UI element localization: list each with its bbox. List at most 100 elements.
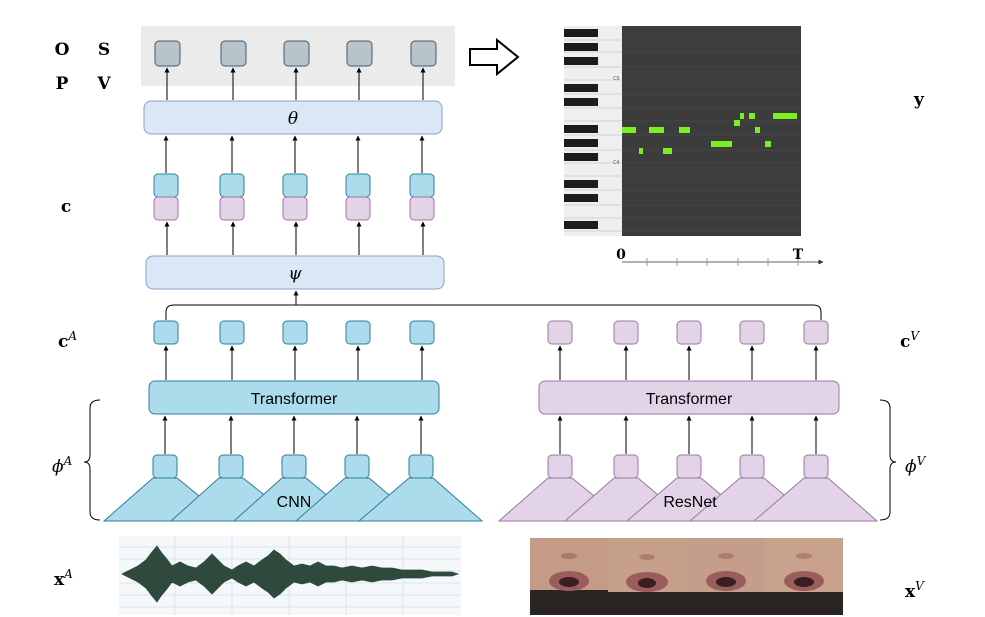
video-encoder-tokens [547, 454, 829, 479]
label-c: c [61, 197, 71, 217]
time-start-label: 0 [616, 247, 626, 263]
label-s: S [98, 40, 110, 60]
piano-black-keys [564, 29, 598, 229]
ca-token [219, 320, 245, 345]
encoder-to-transformer-arrows [162, 415, 819, 454]
label-o: O [55, 40, 70, 60]
c-video-token [345, 196, 371, 221]
c-video-token [153, 196, 179, 221]
midi-note [711, 141, 732, 147]
video-encoder-brace [879, 399, 897, 521]
audio-waveform [119, 536, 461, 615]
label-phi-audio: ϕA [52, 454, 73, 477]
label-c-video: cV [900, 329, 920, 352]
audio-feature-token [344, 454, 370, 479]
midi-note [679, 127, 690, 133]
c-audio-token [282, 173, 308, 198]
label-y: y [913, 90, 925, 110]
output-token [154, 40, 181, 67]
audio-encoder-tokens [152, 454, 434, 479]
midi-note [773, 113, 797, 119]
cv-token [739, 320, 765, 345]
merge-connector [165, 304, 822, 320]
c-video-token [282, 196, 308, 221]
audio-feature-token [281, 454, 307, 479]
video-frame [765, 538, 843, 615]
cv-token [676, 320, 702, 345]
video-frames [530, 538, 843, 615]
c-audio-token [409, 173, 435, 198]
cv-token [613, 320, 639, 345]
cnn-encoder: CNN [102, 477, 484, 522]
label-c-audio: cA [58, 329, 77, 352]
output-token [220, 40, 247, 67]
midi-note [765, 141, 771, 147]
time-end-label: T [793, 247, 804, 263]
transformer-to-c-arrows [163, 345, 819, 380]
c-video-tokens [547, 320, 829, 345]
resnet-filter [752, 477, 879, 522]
c4-label: C4 [613, 160, 620, 166]
video-feature-token [676, 454, 702, 479]
video-feature-token [547, 454, 573, 479]
piano-roll: C5 C4 [564, 26, 824, 266]
video-feature-token [739, 454, 765, 479]
midi-note [740, 113, 744, 119]
video-transformer-label: Transformer [646, 391, 733, 408]
label-phi-video: ϕV [905, 454, 927, 477]
midi-note [622, 127, 636, 133]
c5-label: C5 [613, 76, 620, 82]
label-v: V [96, 74, 111, 94]
waveform-shape [121, 545, 460, 603]
ca-token [153, 320, 179, 345]
video-frame [608, 538, 687, 615]
psi-label: ψ [288, 264, 302, 284]
c-video-token [219, 196, 245, 221]
theta-label: θ [288, 109, 298, 129]
hollow-arrow-icon [469, 37, 520, 77]
ca-token [409, 320, 435, 345]
audio-feature-token [218, 454, 244, 479]
psi-block [145, 255, 445, 290]
c-video-token [409, 196, 435, 221]
c-to-theta-arrows [163, 135, 425, 173]
label-x-video: xV [905, 579, 925, 602]
audio-feature-token [408, 454, 434, 479]
c-tokens [153, 173, 435, 221]
ca-token [282, 320, 308, 345]
output-tokens [154, 40, 437, 67]
video-frame [687, 538, 765, 615]
audio-transformer-label: Transformer [251, 391, 338, 408]
cnn-filter [357, 477, 484, 522]
output-token [283, 40, 310, 67]
c-audio-token [153, 173, 179, 198]
midi-notes [622, 113, 797, 154]
label-p: P [56, 74, 69, 94]
audio-transformer-block [148, 380, 440, 415]
c-audio-tokens [153, 320, 435, 345]
audio-feature-token [152, 454, 178, 479]
c-audio-token [345, 173, 371, 198]
midi-note [755, 127, 760, 133]
resnet-encoder: ResNet [497, 477, 879, 522]
c-audio-token [219, 173, 245, 198]
video-feature-token [613, 454, 639, 479]
video-frame [530, 538, 608, 615]
theta-block [143, 100, 443, 135]
resnet-label: ResNet [663, 494, 717, 511]
cv-token [803, 320, 829, 345]
video-transformer-block [538, 380, 840, 415]
psi-to-c-arrows [164, 221, 426, 255]
cnn-label: CNN [277, 494, 312, 511]
audio-encoder-brace [83, 399, 101, 521]
video-feature-token [803, 454, 829, 479]
midi-note [734, 120, 740, 126]
ca-token [345, 320, 371, 345]
midi-note [749, 113, 755, 119]
midi-note [649, 127, 664, 133]
output-token [410, 40, 437, 67]
midi-note [663, 148, 672, 154]
label-x-audio: xA [54, 567, 73, 590]
output-token [346, 40, 373, 67]
